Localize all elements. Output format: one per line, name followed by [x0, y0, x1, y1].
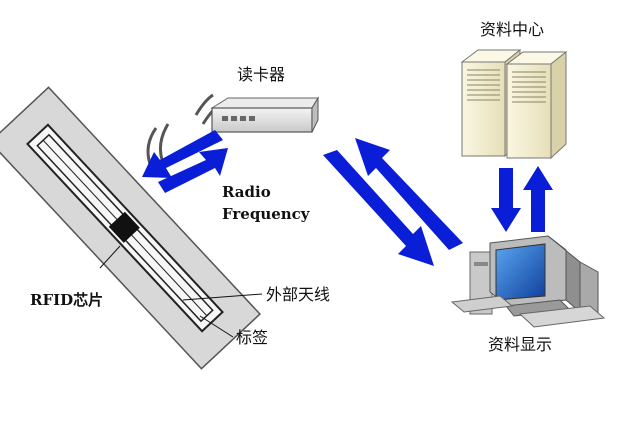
- network-arrows: [323, 138, 463, 266]
- rfid-chip-square: [108, 211, 140, 243]
- display-label: 资料显示: [488, 335, 552, 354]
- leader-lines: [99, 245, 263, 338]
- arrow-to-reader-2: [355, 138, 463, 250]
- arrow-up-to-server: [523, 166, 553, 232]
- arrow-to-tag: [142, 130, 223, 178]
- data-center-servers: [460, 48, 568, 160]
- rf-arrows: [142, 130, 228, 193]
- display-computer: [450, 235, 606, 328]
- server-arrows: [491, 166, 553, 232]
- arrow-to-reader: [158, 148, 228, 193]
- data-center-label: 资料中心: [480, 20, 544, 39]
- rfid-chip-label: RFID芯片: [30, 291, 103, 309]
- antenna-label: 外部天线: [266, 285, 330, 304]
- reader-label: 读卡器: [237, 65, 285, 84]
- frequency-label: Frequency: [222, 205, 311, 223]
- arrow-down-to-display: [491, 168, 521, 232]
- arrow-to-display: [323, 150, 434, 266]
- rfid-tag: [0, 86, 262, 370]
- tag-label: 标签: [236, 328, 268, 347]
- radio-label: Radio: [222, 183, 271, 201]
- reader-device: [210, 96, 319, 133]
